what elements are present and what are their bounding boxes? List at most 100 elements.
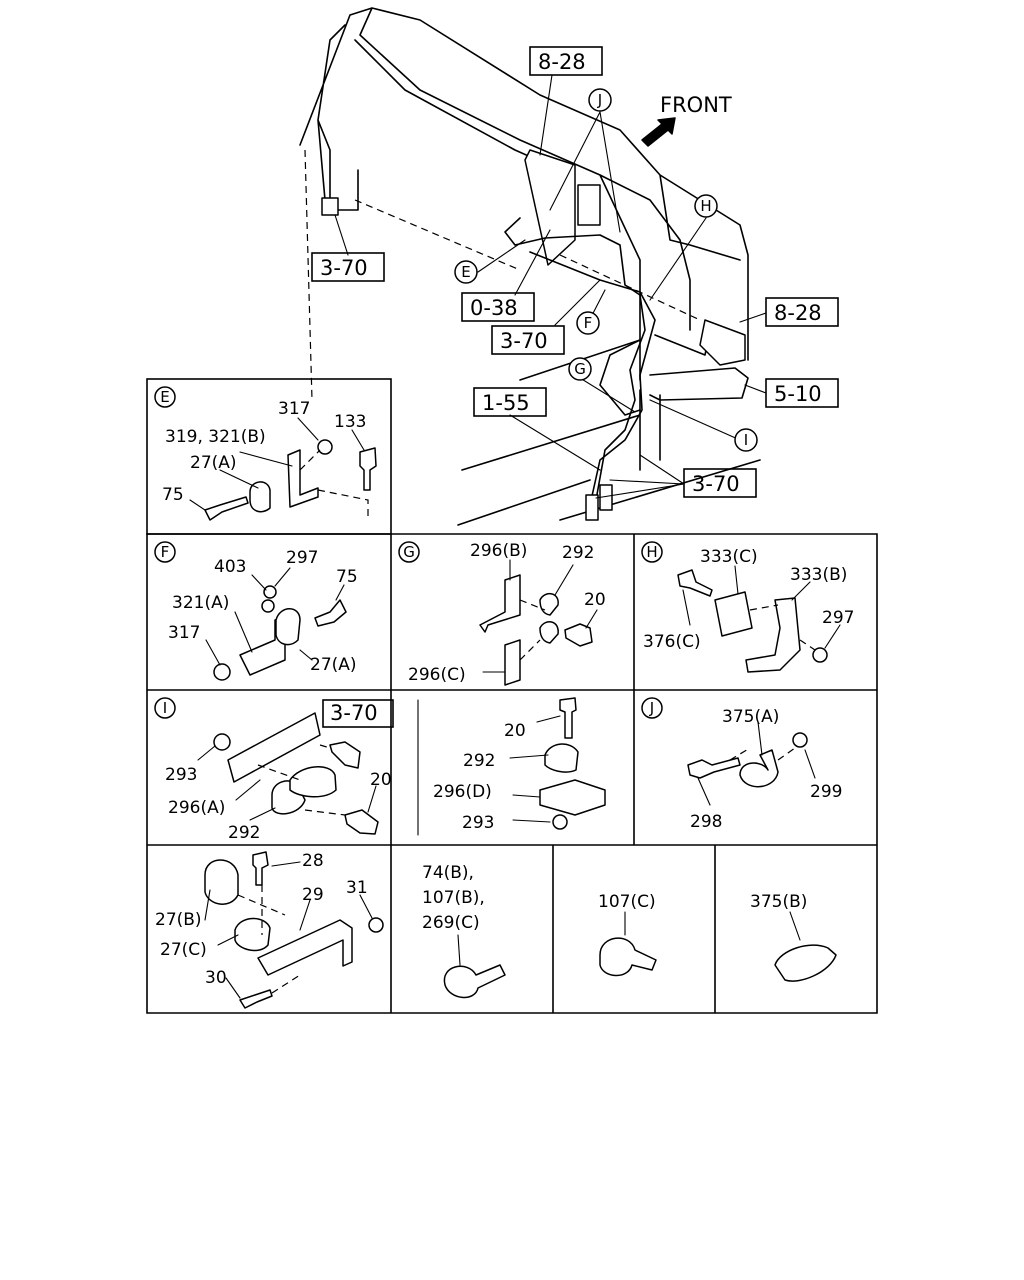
panel-I-letter: I [163,699,167,717]
svg-text:I: I [744,431,748,449]
panel-E-clip [249,481,271,513]
panel-J-label-375a: 375(A) [722,707,779,727]
ref-3-70-bottom[interactable]: 3-70 [683,468,757,498]
panel-N-label-375b: 375(B) [750,892,807,912]
panel-L-label-107b: 107(B), [422,888,485,908]
panel-E-letter: E [160,388,169,406]
cab-frame-outline [299,7,749,381]
svg-text:8-28: 8-28 [538,50,586,74]
panel-I-bolt-20 [344,809,379,835]
panel-H-label-333c: 333(C) [700,547,758,567]
panel-K-bolt-30 [239,989,273,1009]
panel-I2-label-296d: 296(D) [433,782,492,802]
ref-8-28-right[interactable]: 8-28 [765,297,839,327]
panel-F-label-297: 297 [286,548,318,568]
panel-K-nut-31 [368,917,384,933]
ref-0-38[interactable]: 0-38 [461,292,535,322]
ref-3-70-left[interactable]: 3-70 [311,252,385,282]
panel-J-bolt-298 [687,757,741,779]
svg-text:1-55: 1-55 [482,391,530,415]
ref-5-10[interactable]: 5-10 [765,378,839,408]
svg-text:8-28: 8-28 [774,301,822,325]
panel-G-clamp-upper [539,593,559,616]
panel-I2-clamp-292 [544,743,579,773]
panel-E-label-319: 319, 321(B) [165,427,266,447]
panel-J-label-299: 299 [810,782,842,802]
panel-K-label-30: 30 [205,968,227,988]
panel-J-badge [641,697,663,719]
panel-I-nut-293 [213,733,231,751]
panel-N: 375(B) [750,892,837,982]
panel-E-label-317: 317 [278,399,310,419]
panel-J: J 375(A) 299 298 [641,697,842,832]
panel-L-label-269c: 269(C) [422,913,480,933]
panel-J-nut-299 [792,732,808,748]
valve-bracket [524,149,576,266]
panel-L-clip [443,964,506,999]
svg-text:5-10: 5-10 [774,382,822,406]
panel-I-ref-3-70[interactable]: 3-70 [322,699,394,728]
svg-text:3-70: 3-70 [692,472,740,496]
panel-I2-label-293: 293 [462,813,494,833]
main-assembly-drawing: FRONT 8-28 3-70 0-38 3-70 8-28 5-10 [299,7,839,526]
panel-F-label-75: 75 [336,567,358,587]
panel-H-plate-333c [714,591,753,637]
panel-I-plate-296a [227,712,321,783]
panel-K-clamp-27c [234,917,271,952]
panel-F-letter: F [161,543,170,561]
panel-E-bolt-75 [204,496,249,521]
panel-N-clip [774,944,837,982]
callout-F[interactable]: F [576,311,600,335]
ref-3-70-mid[interactable]: 3-70 [491,325,565,355]
panel-J-clip-375a [739,749,779,788]
svg-text:J: J [597,91,602,109]
panel-I-badge [154,697,176,719]
ref-1-55[interactable]: 1-55 [473,387,547,417]
callout-G[interactable]: G [568,357,592,381]
panel-F-label-403: 403 [214,557,246,577]
panel-L: 74(B), 107(B), 269(C) [422,863,506,999]
panel-F-nut-317 [213,663,231,681]
panel-H-label-297: 297 [822,608,854,628]
panel-H-bracket-333b [745,597,801,673]
callout-J[interactable]: J [588,88,612,112]
panel-H-label-376c: 376(C) [643,632,701,652]
panel-K-label-27b: 27(B) [155,910,202,930]
panel-K-label-31: 31 [346,878,368,898]
svg-text:F: F [584,314,593,332]
ref-8-28-top[interactable]: 8-28 [529,46,603,76]
panel-E-bolt-133 [359,447,377,491]
panel-I-subview: 20 292 296(D) 293 [433,697,606,833]
panel-E: E 317 133 319, 321(B) 27(A) 75 [154,386,377,521]
panel-F-label-321a: 321(A) [172,593,229,613]
panel-E-label-75: 75 [162,485,184,505]
panel-K: 28 29 31 27(B) 27(C) 30 [155,851,384,1009]
svg-text:H: H [700,197,711,215]
panel-E-nut-317 [317,439,333,455]
panel-G-clamp-lower [539,621,559,644]
panel-E-label-27a: 27(A) [190,453,237,473]
panel-J-letter: J [649,699,654,717]
panel-K-label-29: 29 [302,885,324,905]
svg-text:3-70: 3-70 [320,256,368,280]
panel-K-bolt-28 [252,851,269,886]
panel-I: I 3-70 293 296(A) 292 20 [154,697,394,843]
panel-L-label-74b: 74(B), [422,863,474,883]
panel-I-label-296a: 296(A) [168,798,225,818]
panel-E-badge [154,386,176,408]
panel-I2-label-20: 20 [504,721,526,741]
detail-panel-grid [146,378,878,1014]
panel-E-label-133: 133 [334,412,366,432]
callout-I[interactable]: I [734,428,758,452]
panel-I2-bracket-296d [539,779,606,816]
main-leader-lines [334,74,767,499]
brake-pipe-4 [649,367,749,401]
callout-H[interactable]: H [694,194,718,218]
main-valve [577,184,601,226]
panel-H-label-333b: 333(B) [790,565,847,585]
panel-G-badge [398,541,420,563]
panel-H-bolt-376c [677,569,713,597]
callout-E[interactable]: E [454,260,478,284]
panel-F-bolt-75 [314,599,347,627]
